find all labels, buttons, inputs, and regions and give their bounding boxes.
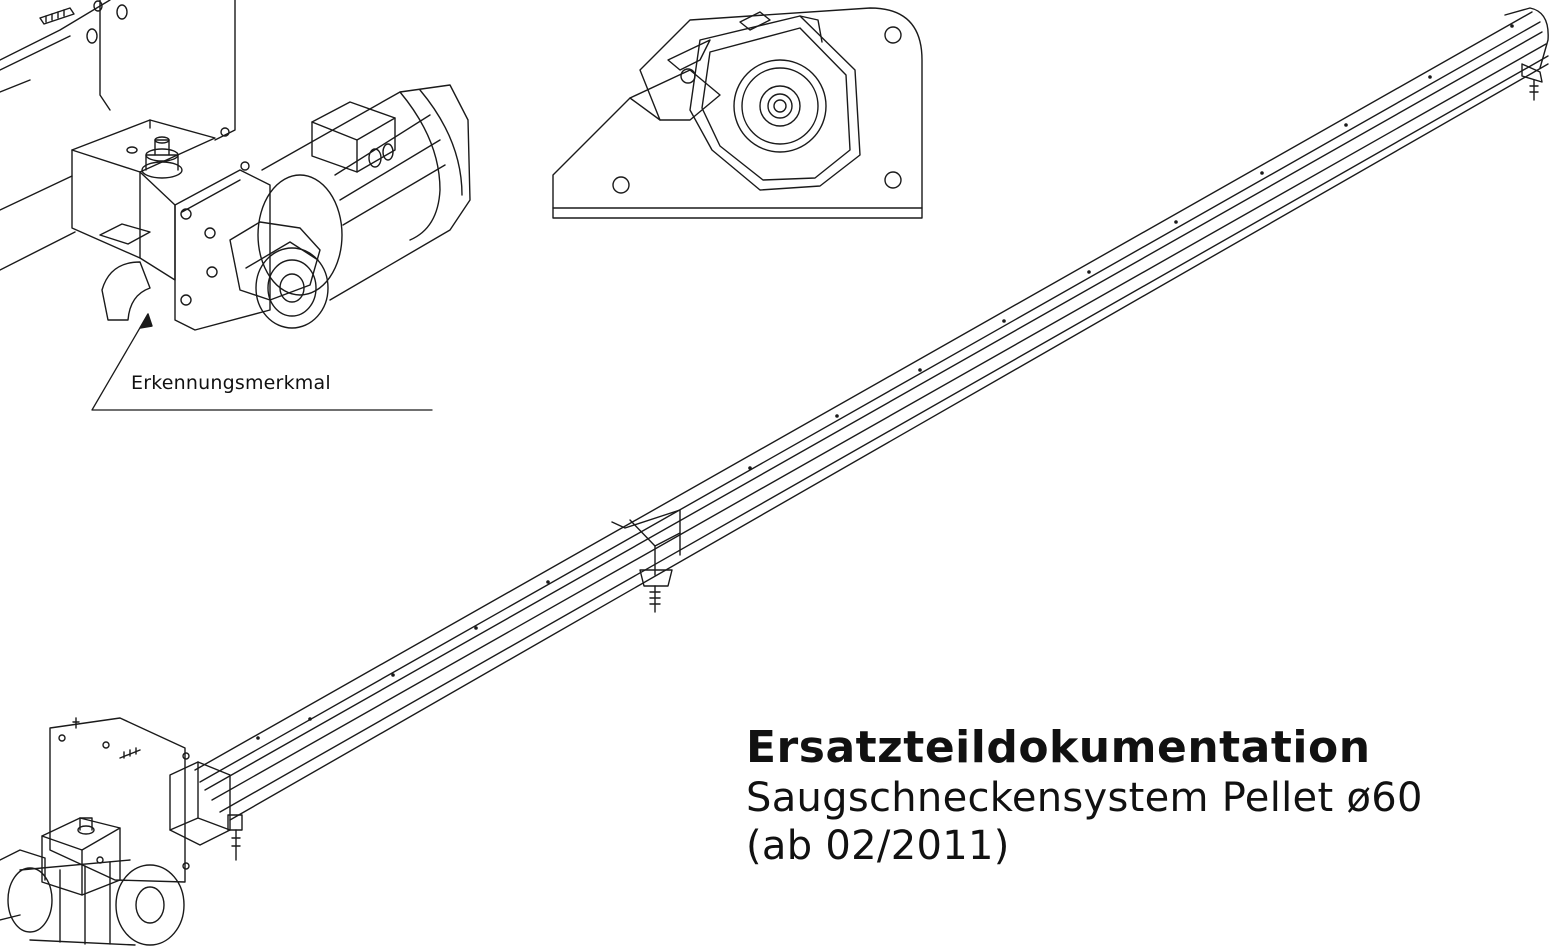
- bottom-motor-assembly: [0, 717, 243, 946]
- motor-gearbox-assembly-detail: [0, 0, 471, 331]
- sensor-fitting: [126, 136, 183, 179]
- callout-label-identification-feature: Erkennungsmerkmal: [131, 372, 331, 394]
- screw-detail: [39, 0, 128, 44]
- document-validity-date: (ab 02/2011): [746, 823, 1010, 869]
- document-title: Ersatzteildokumentation: [746, 722, 1371, 773]
- flange-plate-detail: [552, 7, 923, 219]
- document-subtitle: Saugschneckensystem Pellet ø60: [746, 775, 1423, 821]
- title-block: Ersatzteildokumentation Saugschneckensys…: [746, 722, 1423, 870]
- callout-leader: [91, 313, 433, 411]
- tube-rivets: [256, 24, 1514, 740]
- screw-conveyor-tube: [194, 7, 1549, 821]
